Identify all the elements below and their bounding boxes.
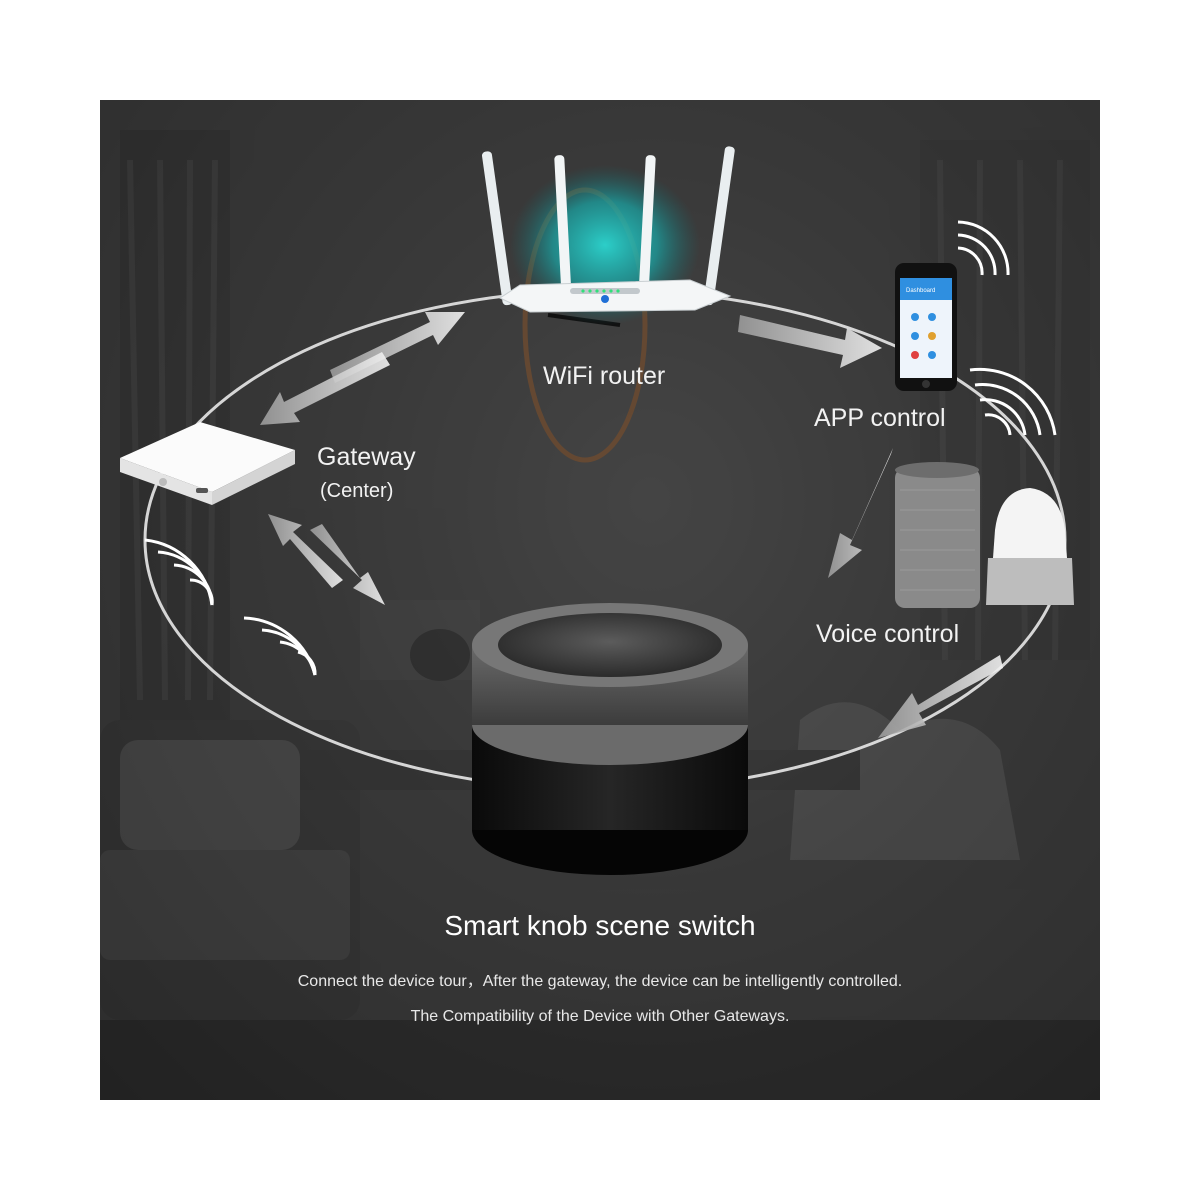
gateway-icon (120, 422, 295, 505)
diagram-art: Dashboard (100, 100, 1100, 1100)
compatibility-note: The Compatibility of the Device with Oth… (410, 1008, 790, 1025)
home-speaker-icon (986, 488, 1074, 605)
arrow-router-to-app (738, 315, 882, 368)
phone-signal-icon (957, 220, 1010, 276)
smart-speaker-icon (895, 462, 980, 608)
router-icon (481, 146, 735, 325)
flow-arrows (260, 312, 1003, 738)
voice-control-label: Voice control (816, 620, 960, 648)
gateway-label: Gateway (317, 443, 416, 471)
arrow-voice-to-knob (878, 655, 1003, 738)
smartphone-icon: Dashboard (895, 263, 957, 391)
diagram-canvas: Dashboard (100, 100, 1100, 1100)
gateway-sub-label: (Center) (320, 480, 394, 502)
smart-knob-switch (472, 603, 748, 875)
product-caption: Connect the device tour，After the gatewa… (297, 973, 903, 990)
arrow-app-to-voice (828, 448, 893, 578)
app-control-label: APP control (814, 404, 946, 432)
arrow-knob-to-gateway (268, 514, 343, 588)
knob-signal-icon (243, 616, 317, 676)
product-title: Smart knob scene switch (444, 910, 756, 941)
arrow-gateway-to-knob (310, 524, 385, 605)
arrow-router-to-gateway (260, 352, 390, 425)
phone-screen-header: Dashboard (906, 288, 935, 294)
router-label: WiFi router (543, 362, 666, 390)
gateway-signal-icon (144, 538, 214, 606)
app-signal-icon (969, 367, 1057, 436)
